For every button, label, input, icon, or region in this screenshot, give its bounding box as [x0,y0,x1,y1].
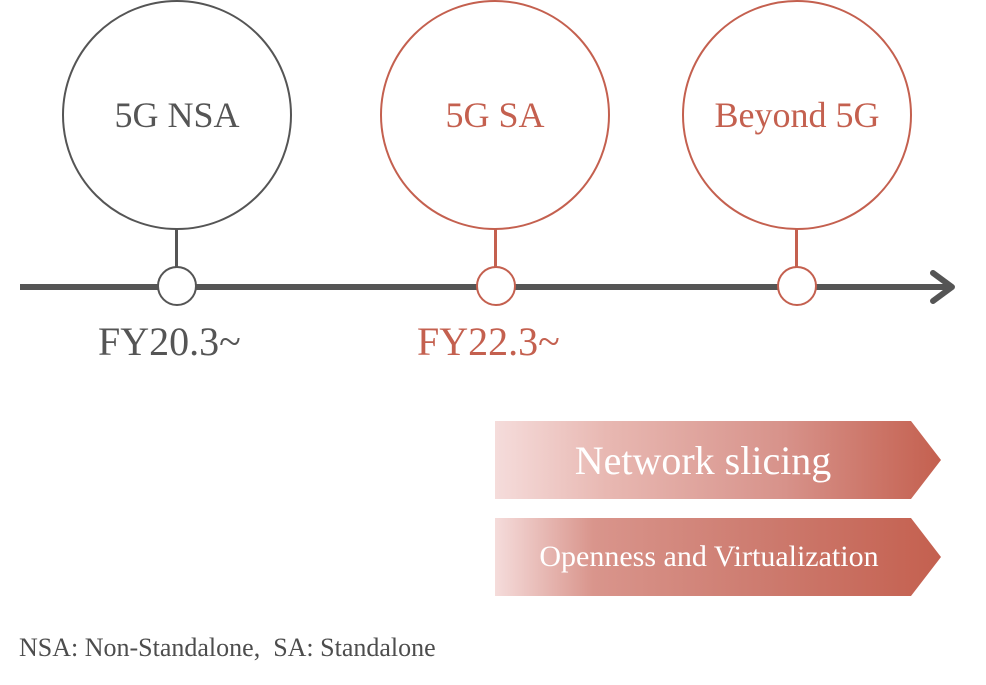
milestone-stem [175,229,178,267]
milestone-stem [494,229,497,267]
milestone-node [476,266,516,306]
milestone-label: Beyond 5G [714,95,880,135]
milestone-node [777,266,817,306]
timeline-arrowhead-icon [930,270,955,304]
band-label: Openness and Virtualization [539,540,879,573]
milestone-circle-5g-nsa: 5G NSA [62,0,292,230]
milestone-date: FY22.3~ [417,319,560,364]
milestone-stem [795,229,798,267]
band-label: Network slicing [574,437,832,483]
milestone-circle-5g-sa: 5G SA [380,0,610,230]
milestone-label: 5G NSA [114,95,240,135]
milestone-label: 5G SA [445,95,545,135]
milestone-circle-beyond-5g: Beyond 5G [682,0,912,230]
milestone-node [157,266,197,306]
footnote: NSA: Non-Standalone, SA: Standalone [19,633,436,662]
band-network-slicing: Network slicing [495,421,941,499]
milestone-date: FY20.3~ [98,319,241,364]
band-openness-virtualization: Openness and Virtualization [495,518,941,596]
